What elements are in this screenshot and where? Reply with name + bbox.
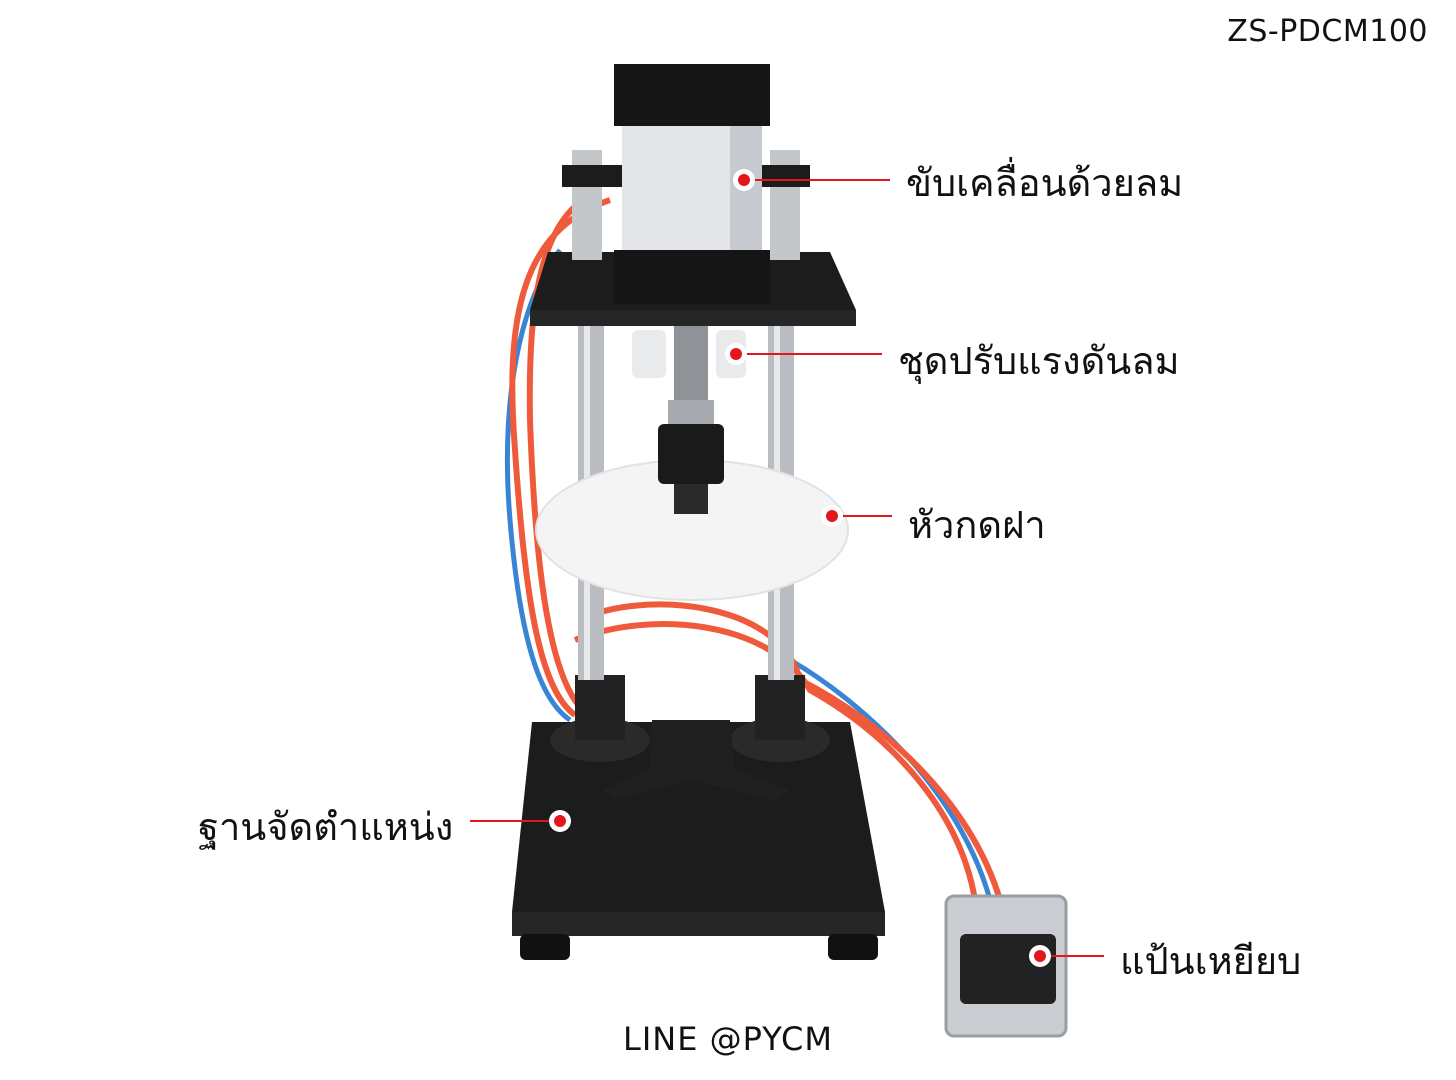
callout-marker [549,810,571,832]
base-plate-edge [512,912,885,936]
callout-marker [733,169,755,191]
callout-label-positioning-base: ฐานจัดตำแหน่ง [198,805,454,849]
callout-label-foot-pedal: แป้นเหยียบ [1120,939,1302,983]
capping-head-tip [674,484,708,514]
column-collar [575,675,625,740]
piston-rod [674,320,708,410]
cylinder-cap-top [614,64,770,126]
positioning-fixture [603,720,790,800]
top-plate-edge [530,310,856,326]
line-contact: LINE @PYCM [623,1020,833,1058]
model-code: ZS-PDCM100 [1227,14,1428,49]
post-cap [562,165,622,187]
pressure-regulator [632,330,666,378]
foot-pedal-plate [960,934,1056,1004]
base-foot [828,934,878,960]
callout-marker [725,343,747,365]
capping-head [658,424,724,484]
piston-nut [668,400,714,424]
callout-label-air-drive: ขับเคลื่อนด้วยลม [906,161,1184,205]
air-tube-blue [504,248,572,723]
callout-label-pressure-regulator: ชุดปรับแรงดันลม [898,339,1180,383]
callout-label-capping-head: หัวกดฝา [908,503,1046,547]
post-cap [760,165,810,187]
cylinder-cap-bottom [614,250,770,304]
air-tube-orange [526,187,602,715]
base-foot [520,934,570,960]
column-collar [755,675,805,740]
base-plate [512,722,885,912]
callout-marker [821,505,843,527]
air-tube-orange [573,621,978,901]
callout-marker [1029,945,1051,967]
